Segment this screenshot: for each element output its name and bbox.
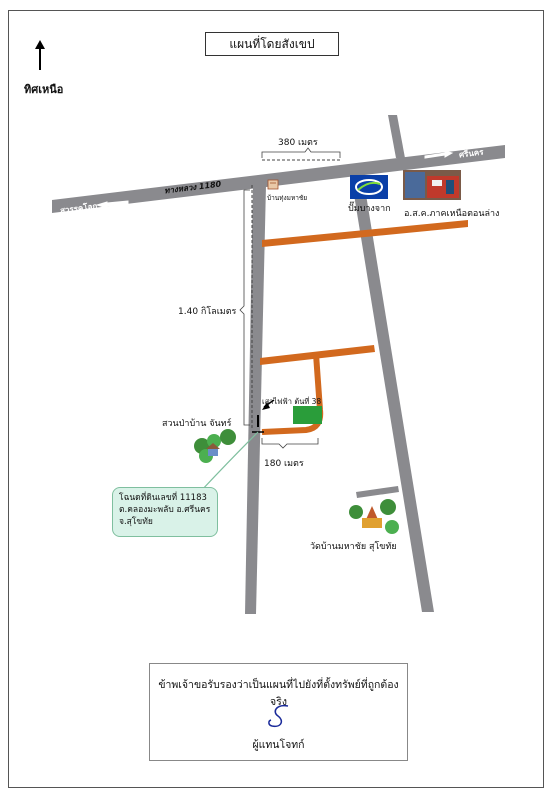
bus-stop-icon bbox=[267, 179, 279, 190]
dist-bottom-label: 180 เมตร bbox=[264, 459, 304, 469]
arrow-west-icon bbox=[95, 200, 129, 209]
page-frame bbox=[8, 10, 544, 788]
dist-top-label: 380 เมตร bbox=[278, 138, 318, 148]
temple-label: วัดบ้านมหาชัย สุโขทัย bbox=[310, 542, 397, 552]
arrow-east-icon bbox=[424, 150, 454, 159]
highway-road bbox=[52, 145, 505, 213]
land-plot bbox=[293, 406, 322, 424]
left-road bbox=[245, 185, 266, 614]
right-road bbox=[350, 170, 434, 612]
north-label: ทิศเหนือ bbox=[24, 83, 64, 96]
certification-box: ข้าพเจ้าขอรับรองว่าเป็นแผนที่ไปยังที่ตั้… bbox=[149, 663, 408, 761]
signer-label: ผู้แทนโจทก์ bbox=[252, 739, 305, 751]
callout-line-2: ต.คลองมะพลับ อ.ศรีนคร bbox=[119, 505, 211, 515]
signature-icon bbox=[268, 704, 289, 728]
side-road-1 bbox=[262, 220, 468, 247]
gas-station-icon bbox=[350, 175, 388, 199]
callout-line-1: โฉนดที่ดินเลขที่ 11183 bbox=[119, 493, 207, 503]
callout-line-3: จ.สุโขทัย bbox=[119, 517, 153, 527]
map-title: แผนที่โดยสังเขป bbox=[205, 32, 339, 56]
coop-label: อ.ส.ค.ภาคเหนือตอนล่าง bbox=[404, 209, 500, 219]
park-label: สวนป่าบ้าน จันทร์ bbox=[162, 419, 232, 429]
dist-side-brace bbox=[239, 189, 250, 426]
temple-icon bbox=[349, 499, 399, 534]
coop-building-icon bbox=[403, 170, 461, 200]
dist-side-label: 1.40 กิโลเมตร bbox=[178, 307, 237, 317]
dist-top-brace bbox=[261, 147, 341, 158]
pole-label: เสาไฟฟ้า ต้นที่ 38 bbox=[262, 397, 322, 406]
callout-pointer bbox=[199, 431, 259, 493]
north-branch-road bbox=[388, 115, 405, 158]
park-trees-icon bbox=[194, 429, 236, 463]
bus-stop-label: บ้านทุ่งมหาชัย bbox=[267, 194, 308, 202]
dist-bottom-brace bbox=[261, 438, 319, 449]
north-arrow-icon bbox=[35, 40, 45, 70]
gas-station-label: ปั๊มบางจาก bbox=[348, 204, 391, 214]
temple-branch-road bbox=[356, 486, 399, 498]
deed-callout: โฉนดที่ดินเลขที่ 11183 ต.คลองมะพลับ อ.ศร… bbox=[112, 487, 218, 537]
